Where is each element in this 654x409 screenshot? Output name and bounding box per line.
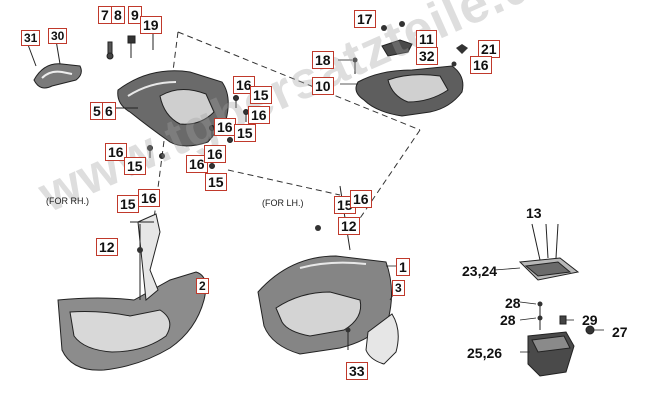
callout-8[interactable]: 8: [111, 6, 125, 24]
callout-19[interactable]: 19: [140, 16, 162, 34]
note-for-rh: (FOR RH.): [46, 196, 89, 206]
callout-16-a[interactable]: 16: [233, 76, 255, 94]
part-front-cover-5-6: [112, 70, 229, 147]
callout-12-a[interactable]: 12: [96, 238, 118, 256]
note-for-lh: (FOR LH.): [262, 198, 304, 208]
callout-18[interactable]: 18: [312, 51, 334, 69]
callout-28-b[interactable]: 28: [500, 312, 516, 328]
callout-17[interactable]: 17: [354, 10, 376, 28]
callout-16-e[interactable]: 16: [186, 155, 208, 173]
callout-16-c[interactable]: 16: [214, 118, 236, 136]
callout-16-d[interactable]: 16: [105, 143, 127, 161]
callout-3[interactable]: 3: [392, 280, 405, 296]
callout-13[interactable]: 13: [526, 205, 542, 221]
callout-15-c[interactable]: 15: [124, 157, 146, 175]
callout-15-b[interactable]: 15: [234, 124, 256, 142]
callout-1[interactable]: 1: [396, 258, 410, 276]
callout-12-b[interactable]: 12: [338, 217, 360, 235]
callout-25-26[interactable]: 25,26: [467, 345, 503, 361]
callout-15-e[interactable]: 15: [117, 195, 139, 213]
callout-16-f2[interactable]: 16: [204, 145, 226, 163]
callout-32[interactable]: 32: [416, 47, 438, 65]
callout-16-i[interactable]: 16: [350, 190, 372, 208]
callout-16-g[interactable]: 16: [470, 56, 492, 74]
callout-6[interactable]: 6: [102, 102, 116, 120]
callout-30[interactable]: 30: [48, 28, 68, 44]
assembly-lines: [149, 31, 421, 251]
callout-2[interactable]: 2: [196, 278, 209, 294]
callout-16-b[interactable]: 16: [248, 106, 270, 124]
part-panel-3: [365, 313, 399, 365]
callout-31[interactable]: 31: [21, 30, 41, 46]
part-side-panel-rh: [57, 213, 207, 371]
callout-7[interactable]: 7: [98, 6, 112, 24]
callout-33[interactable]: 33: [346, 362, 368, 380]
callout-21[interactable]: 21: [478, 40, 500, 58]
callout-29[interactable]: 29: [582, 312, 598, 328]
part-side-panel-lh: [257, 185, 392, 355]
callout-16-h[interactable]: 16: [138, 189, 160, 207]
part-battery-box: [518, 223, 595, 377]
callout-28-a[interactable]: 28: [505, 295, 521, 311]
part-cover-10: [352, 21, 468, 117]
callout-15-a[interactable]: 15: [250, 86, 272, 104]
callout-10[interactable]: 10: [312, 77, 334, 95]
hardware-7-9-19: [106, 30, 154, 60]
callout-27[interactable]: 27: [612, 324, 628, 340]
callout-11[interactable]: 11: [416, 30, 437, 48]
part-bolt-33: [345, 327, 351, 350]
callout-15-d[interactable]: 15: [205, 173, 227, 191]
part-bracket-30: [26, 39, 82, 89]
callout-9[interactable]: 9: [128, 6, 142, 24]
callout-23-24[interactable]: 23,24: [462, 263, 498, 279]
